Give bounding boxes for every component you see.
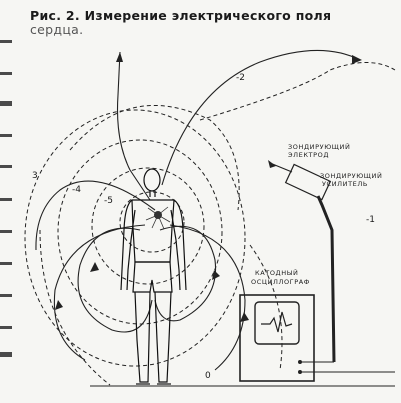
figure-right-arm bbox=[173, 199, 187, 291]
equipotential-line bbox=[249, 244, 283, 371]
flow-line bbox=[53, 224, 146, 361]
equipotential-lines bbox=[24, 62, 396, 386]
page-edge-mark bbox=[0, 134, 12, 137]
figure-right-arm-inner bbox=[170, 209, 181, 291]
flow-line bbox=[161, 49, 361, 186]
arrow-head bbox=[352, 55, 362, 64]
figure-left-arm bbox=[120, 199, 133, 291]
figure-left-arm-inner bbox=[126, 209, 136, 291]
equipotential-line bbox=[39, 229, 111, 386]
page-edge-mark bbox=[0, 230, 12, 233]
equipotential-line bbox=[91, 167, 205, 285]
probe-electrode-label-line2: ЭЛЕКТРОД bbox=[288, 151, 329, 159]
oscillograph-box bbox=[239, 294, 315, 382]
field-number-label: -2 bbox=[236, 73, 245, 83]
amplifier-label-line1: ЗОНДИРУЮЩИЙ bbox=[320, 171, 382, 180]
equipotential-line bbox=[24, 109, 246, 367]
field-number-label: -1 bbox=[366, 215, 375, 225]
page-edge-mark bbox=[0, 165, 12, 168]
field-number-label: 3 bbox=[32, 171, 38, 181]
human-figure bbox=[120, 168, 187, 385]
oscillograph-label-line1: КАТОДНЫЙ bbox=[255, 268, 299, 277]
page-edge-mark bbox=[0, 326, 12, 329]
arrow-head bbox=[212, 270, 220, 280]
probe-electrode bbox=[268, 160, 293, 173]
arrow-head bbox=[240, 312, 249, 322]
field-number-label: 0 bbox=[205, 371, 211, 381]
figure-right-leg bbox=[154, 291, 172, 383]
amplifier-stand bbox=[316, 195, 336, 363]
figure-caption: Рис. 2. Измерение электрического поля се… bbox=[30, 9, 390, 37]
field-number-label: -4 bbox=[72, 185, 81, 195]
equipotential-line bbox=[69, 105, 240, 211]
flow-line bbox=[154, 225, 217, 322]
oscillograph-screen bbox=[254, 301, 300, 345]
flow-line bbox=[169, 224, 246, 371]
figure-shorts bbox=[132, 261, 173, 293]
page-edge-mark bbox=[0, 72, 12, 75]
caption-text: Измерение электрического поля bbox=[84, 8, 332, 23]
equipotential-line bbox=[119, 191, 185, 253]
oscillograph-terminal bbox=[298, 370, 302, 374]
cathode-oscillograph bbox=[239, 294, 395, 382]
arrow-head bbox=[90, 262, 99, 272]
page-edge-mark bbox=[0, 352, 12, 357]
field-number-label: -5 bbox=[104, 196, 113, 206]
current-flow-lines bbox=[35, 49, 362, 371]
caption-label: Рис. 2. bbox=[30, 8, 80, 23]
ecg-waveform bbox=[261, 311, 293, 333]
arrow-head bbox=[116, 52, 123, 62]
flow-line bbox=[117, 51, 151, 201]
page-edge-mark bbox=[0, 262, 12, 265]
equipotential-line bbox=[199, 62, 396, 121]
oscillograph-label-line2: ОСЦИЛЛОГРАФ bbox=[251, 278, 310, 286]
amplifier-box bbox=[284, 163, 332, 201]
page-edge-mark bbox=[0, 198, 12, 201]
amplifier-label-line2: УСИЛИТЕЛЬ bbox=[322, 180, 368, 188]
flow-line bbox=[77, 227, 153, 333]
page-edge-mark bbox=[0, 294, 12, 297]
oscillograph-terminal bbox=[298, 360, 302, 364]
caption-text-continued: сердца. bbox=[30, 22, 84, 37]
flow-line bbox=[35, 180, 156, 251]
page-edge-mark bbox=[0, 101, 12, 106]
equipotential-line bbox=[57, 139, 223, 325]
figure-torso bbox=[131, 199, 175, 263]
figure-head bbox=[143, 168, 161, 192]
probe-electrode-label-line1: ЗОНДИРУЮЩИЙ bbox=[288, 142, 350, 151]
arrow-head bbox=[55, 300, 63, 310]
probe-amplifier bbox=[284, 163, 336, 363]
figure-left-leg bbox=[134, 291, 151, 383]
heart-radiation bbox=[145, 206, 171, 230]
page-edge-mark bbox=[0, 40, 12, 43]
probe-electrode-point bbox=[268, 160, 276, 168]
